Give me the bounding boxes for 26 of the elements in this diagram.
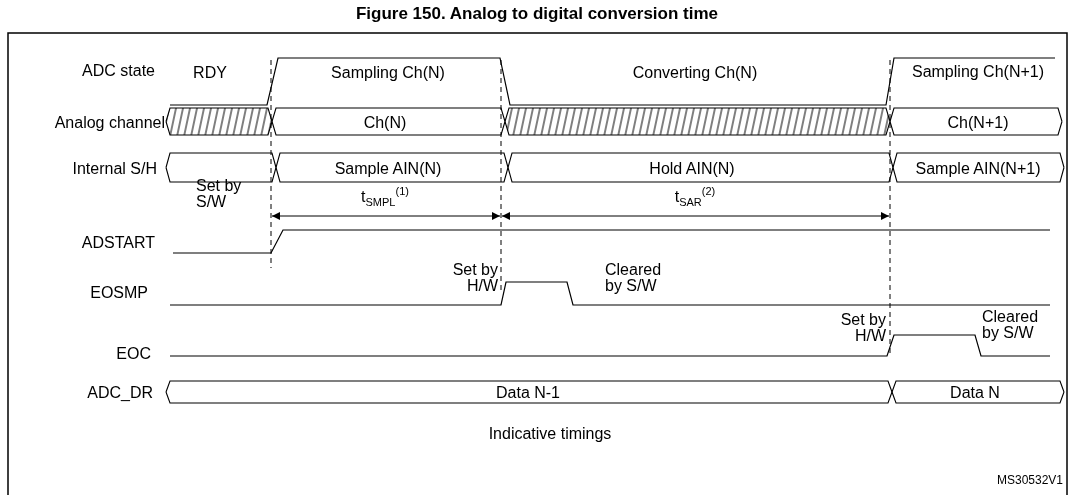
bus-value: Ch(N+1) [947, 113, 1009, 131]
state-label: Sampling Ch(N) [331, 63, 445, 81]
bus-value: Data N-1 [496, 383, 560, 401]
signal-name: Internal S/H [72, 159, 157, 177]
annotation: Cleared by S/W [982, 309, 1040, 341]
signal-name: ADC_DR [87, 383, 153, 401]
state-label: RDY [193, 63, 227, 81]
annotation: Set by S/W [196, 178, 243, 210]
figure-title: Figure 150. Analog to digital conversion time [354, 4, 720, 24]
bus-value: Hold AIN(N) [649, 159, 735, 177]
signal-name: Analog channel [54, 113, 165, 131]
bus-value: Sample AIN(N) [334, 159, 442, 177]
state-label: Converting Ch(N) [632, 63, 758, 81]
figure-id: MS30532V1 [996, 471, 1063, 489]
signal-name: EOC [116, 344, 151, 362]
bus-value: Sample AIN(N+1) [915, 159, 1041, 177]
signal-name: ADSTART [81, 233, 155, 251]
signal-name: ADC state [82, 61, 155, 79]
signal-name: EOSMP [90, 283, 148, 301]
state-label: Sampling Ch(N+1) [911, 62, 1045, 80]
caption: Indicative timings [488, 424, 612, 442]
bus-value: Ch(N) [363, 113, 407, 131]
annotation: Cleared by S/W [605, 262, 663, 294]
bus-value: Data N [950, 383, 1000, 401]
annotation: Set by H/W [839, 312, 886, 344]
annotation: Set by H/W [451, 262, 498, 294]
